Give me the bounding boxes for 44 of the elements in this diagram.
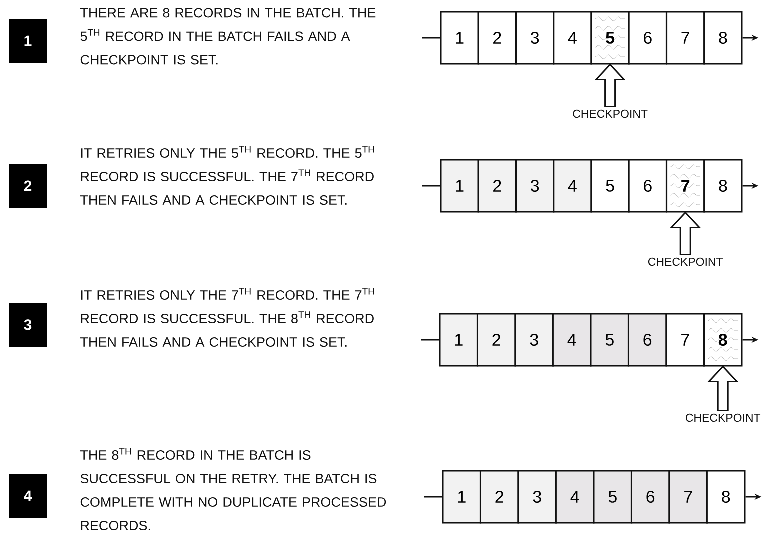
checkpoint-label: CHECKPOINT bbox=[686, 414, 761, 422]
record-cell: 3 bbox=[516, 11, 555, 65]
step-number-box: 2 bbox=[9, 164, 47, 208]
checkpoint-arrow bbox=[594, 64, 626, 108]
record-cell: 6 bbox=[630, 470, 670, 524]
record-cell: 2 bbox=[476, 313, 516, 367]
step-description: THE 8$^{TH}$ RECORD IN THE BATCH IS SUCCESSFUL ON THE RETRY. THE BATCH IS COMPLETE WITH NO DUPLICATE PROCESSED RECORDS. bbox=[80, 448, 386, 531]
record-cell: 4 bbox=[555, 470, 595, 524]
record-cell: 4 bbox=[552, 313, 592, 367]
step-number-box: 4 bbox=[9, 474, 47, 518]
record-cell: 2 bbox=[478, 159, 517, 213]
step-description: THERE ARE 8 RECORDS IN THE BATCH. THE 5$^{TH}$ RECORD IN THE BATCH FAILS AND A CHECKPOINT IS SET. bbox=[80, 8, 376, 65]
record-cell: 4 bbox=[553, 159, 592, 213]
record-cell: 3 bbox=[518, 470, 558, 524]
record-cell: 1 bbox=[439, 313, 479, 367]
record-cell: 6 bbox=[628, 313, 668, 367]
checkpoint-label: CHECKPOINT bbox=[648, 258, 724, 266]
record-cell: 5 bbox=[593, 470, 633, 524]
record-cell: 4 bbox=[553, 11, 592, 65]
record-cell: 6 bbox=[628, 159, 668, 213]
record-cell: 8 bbox=[704, 11, 743, 65]
record-cell: 8 bbox=[703, 313, 743, 367]
step-description: IT RETRIES ONLY THE 5$^{TH}$ RECORD. THE 5$^{TH}$ RECORD IS SUCCESSFUL. THE 7$^{TH}$ RECORD THEN FAILS AND A CHECKPOINT IS SET. bbox=[80, 146, 374, 206]
checkpoint-arrow bbox=[707, 366, 739, 412]
checkpoint-arrow bbox=[670, 212, 702, 256]
record-cell: 2 bbox=[480, 470, 520, 524]
record-cell: 3 bbox=[516, 159, 555, 213]
record-cell: 7 bbox=[668, 470, 708, 524]
record-cell: 5 bbox=[590, 313, 630, 367]
record-cell: 1 bbox=[440, 11, 480, 65]
checkpoint-label: CHECKPOINT bbox=[573, 110, 648, 118]
record-cell: 1 bbox=[440, 159, 480, 213]
record-cell: 2 bbox=[478, 11, 517, 65]
record-cell: 8 bbox=[706, 470, 746, 524]
record-cell: 7 bbox=[666, 313, 706, 367]
step-number-box: 1 bbox=[9, 19, 47, 63]
record-cell: 1 bbox=[442, 470, 482, 524]
record-cell: 5 bbox=[590, 159, 630, 213]
record-cell: 7 bbox=[666, 11, 706, 65]
step-description: IT RETRIES ONLY THE 7$^{TH}$ RECORD. THE 7$^{TH}$ RECORD IS SUCCESSFUL. THE 8$^{TH}$ RECORD THEN FAILS AND A CHECKPOINT IS SET. bbox=[80, 288, 374, 348]
record-cell: 6 bbox=[628, 11, 668, 65]
step-number-box: 3 bbox=[9, 303, 47, 347]
record-cell: 3 bbox=[514, 313, 554, 367]
record-cell: 8 bbox=[704, 159, 743, 213]
